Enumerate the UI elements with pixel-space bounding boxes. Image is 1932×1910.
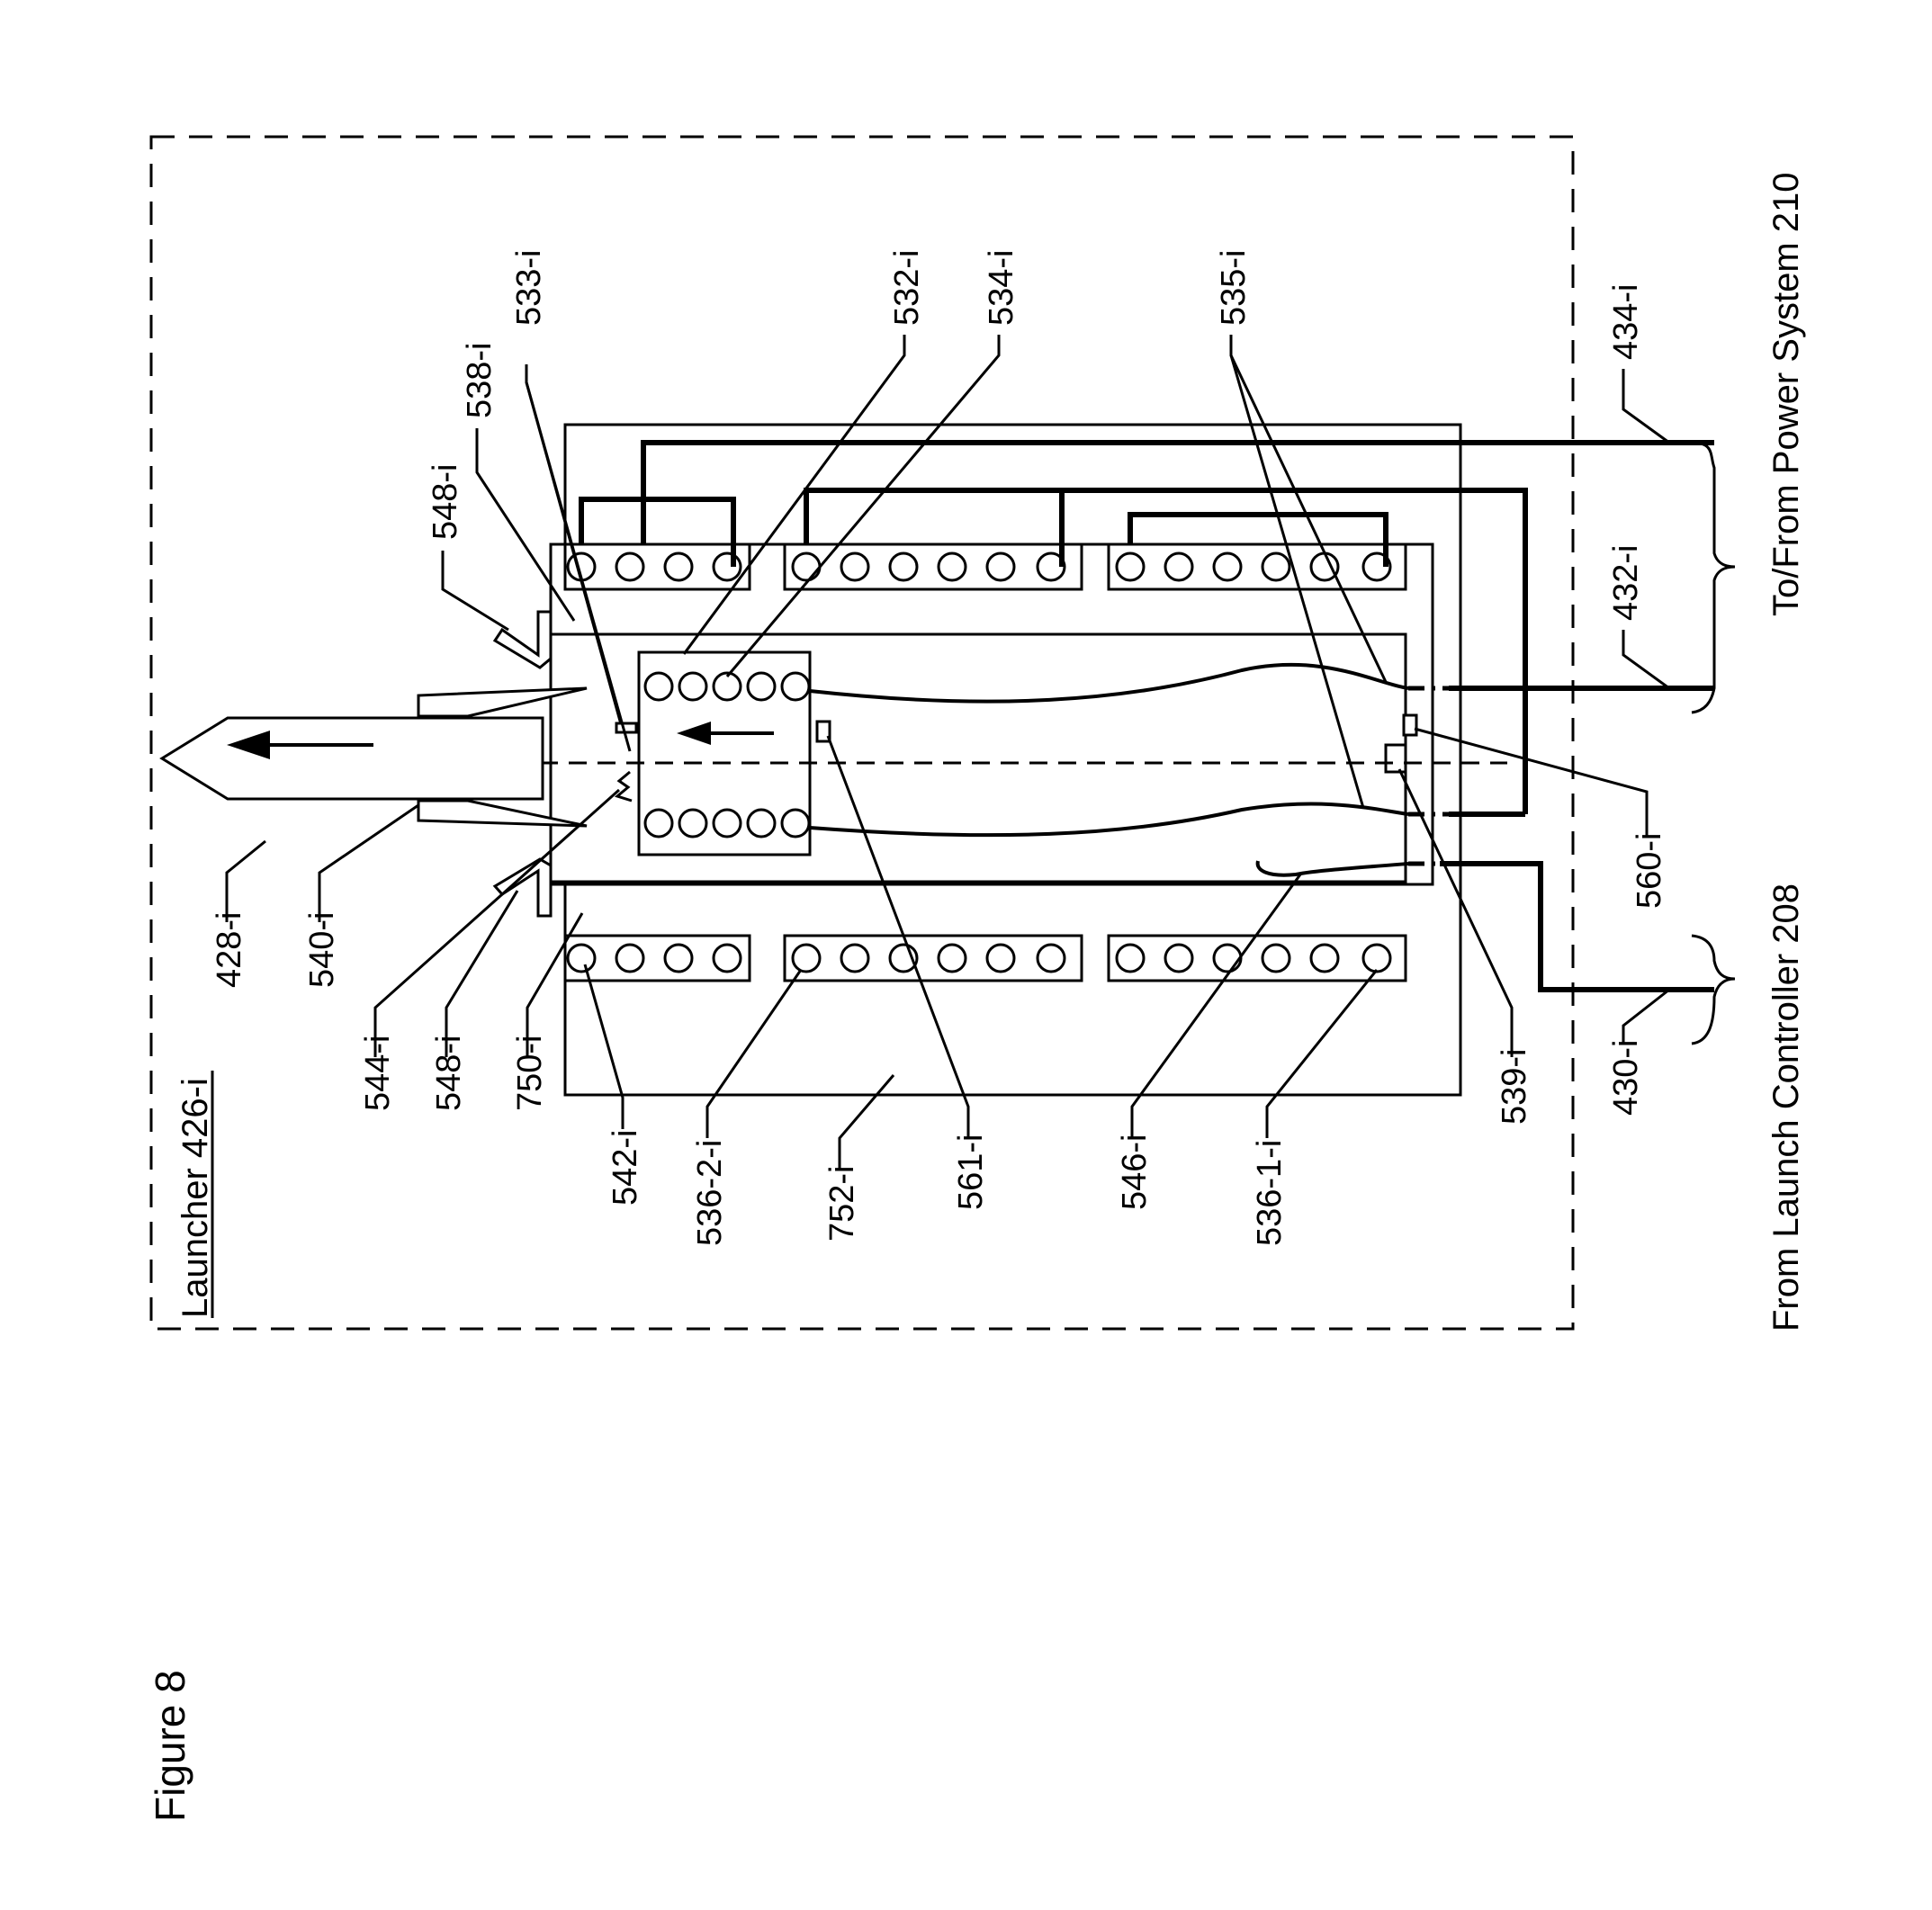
ref-534: 534-i	[983, 250, 1020, 327]
ref-535: 535-i	[1215, 250, 1253, 327]
ref-536-2: 536-2-i	[691, 1140, 729, 1246]
latch-548-bottom	[495, 859, 551, 916]
coil-group-bottom-3	[1109, 936, 1406, 981]
figure-title: Figure 8	[147, 1670, 193, 1822]
ref-546: 546-i	[1116, 1134, 1154, 1211]
ref-432: 432-i	[1607, 545, 1645, 622]
ref-428: 428-i	[211, 912, 248, 989]
ref-560: 560-i	[1631, 833, 1668, 910]
coil-group-bottom-2	[785, 936, 1082, 981]
ref-538: 538-i	[461, 343, 499, 419]
ref-434: 434-i	[1607, 284, 1645, 361]
coil-group-bottom-1	[565, 936, 750, 981]
ref-548-bottom: 548-i	[430, 1036, 468, 1112]
ref-750: 750-i	[511, 1036, 549, 1112]
ref-752: 752-i	[823, 1166, 861, 1242]
ref-548-top: 548-i	[427, 464, 464, 541]
ref-533: 533-i	[510, 250, 548, 327]
payload-428	[162, 718, 543, 799]
brace-power	[1692, 443, 1735, 713]
sensor-539	[1386, 745, 1406, 772]
coil-group-top-1	[565, 544, 750, 589]
sensor-560	[1404, 715, 1416, 735]
launch-controller-label: From Launch Controller 208	[1766, 883, 1806, 1332]
ref-561: 561-i	[952, 1134, 990, 1211]
ref-532: 532-i	[888, 250, 926, 327]
controller-wiring	[1440, 864, 1714, 990]
ref-539: 539-i	[1496, 1049, 1533, 1125]
ref-542: 542-i	[607, 1130, 644, 1206]
latch-548-top	[495, 612, 551, 668]
coil-group-top-2	[785, 544, 1082, 589]
ref-544: 544-i	[359, 1036, 397, 1112]
part-533	[616, 723, 636, 732]
launcher-label: Launcher 426-i	[175, 1078, 215, 1318]
power-system-label: To/From Power System 210	[1766, 173, 1806, 617]
ref-540: 540-i	[303, 912, 341, 989]
ref-536-1: 536-1-i	[1251, 1140, 1289, 1246]
coil-group-top-3	[1109, 544, 1406, 589]
ref-430: 430-i	[1607, 1040, 1645, 1116]
